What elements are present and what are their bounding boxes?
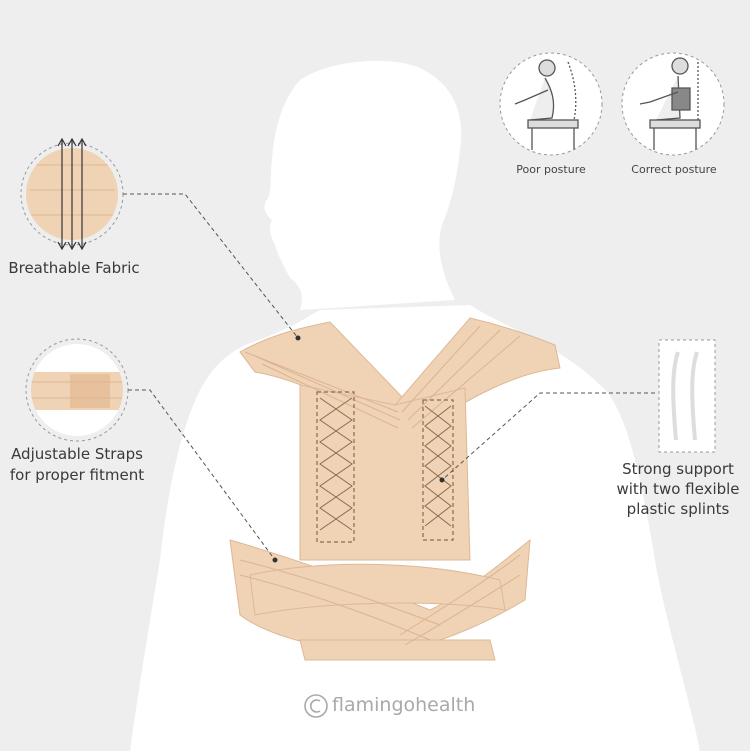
breathable-fabric-callout [20,137,301,341]
copyright-icon [304,694,328,718]
strong-support-label-line3: plastic splints [626,500,730,518]
brand-logo-text: flamingohealth [332,694,476,716]
strong-support-label-line1: Strong support [622,460,734,478]
head-shape [264,60,462,311]
splints-callout [439,339,716,483]
correct-posture-label: Correct posture [631,163,717,176]
strong-support-label-line2: with two flexible [616,480,740,498]
adjustable-straps-label-line1: Adjustable Straps [11,445,143,463]
posture-brace [229,317,561,661]
poor-posture-label: Poor posture [516,163,586,176]
breathable-fabric-label: Breathable Fabric [8,259,140,277]
left-splint-pocket [316,391,355,543]
back-panel [299,384,471,561]
airflow-arrows-icon [57,137,87,251]
adjustable-straps-label-line2: for proper fitment [9,466,145,484]
splint-right [690,351,699,441]
adjustable-straps-callout [25,338,278,563]
poor-posture-icon [499,52,603,156]
splint-leader-line [441,392,655,481]
correct-posture-icon [621,52,725,156]
fabric-leader-line [123,193,299,339]
splint-left [671,351,680,441]
strap-leader-line [128,389,276,561]
